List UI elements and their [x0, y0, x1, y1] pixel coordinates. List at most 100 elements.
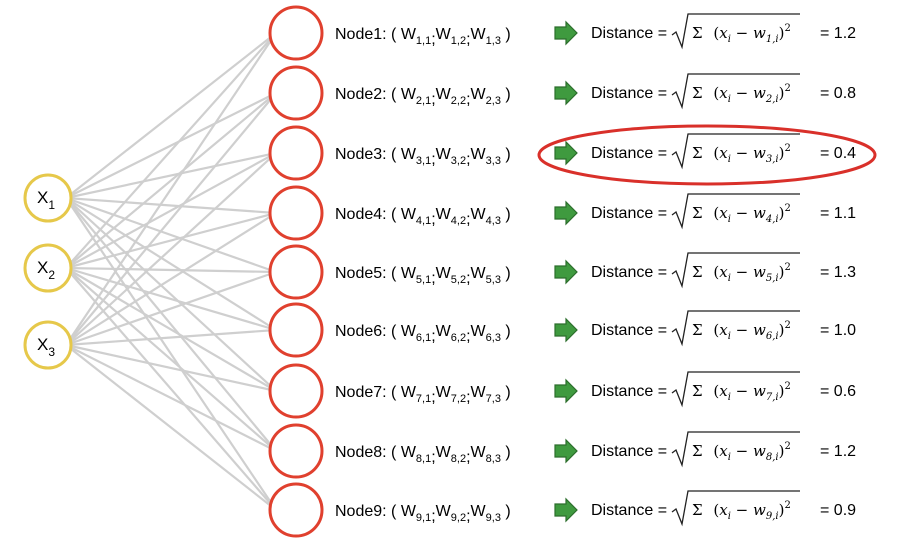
distance-formula: Σ (xi − w5,i)2: [692, 262, 791, 284]
connection-line: [65, 212, 277, 346]
sqrt-icon: [671, 310, 800, 347]
connection-line: [65, 270, 277, 347]
distance-formula: Σ (xi − w3,i)2: [692, 143, 791, 165]
node-layer: [268, 5, 324, 538]
sqrt-icon: [671, 252, 800, 289]
distance-label: Distance =: [591, 264, 667, 281]
node-circle: [268, 65, 324, 121]
right-arrow-icon: [554, 80, 578, 106]
connection-line: [65, 343, 277, 393]
sqrt-icon: [671, 371, 800, 408]
distance-label: Distance =: [591, 322, 667, 339]
node-circle: [268, 125, 324, 181]
connection-line: [65, 196, 277, 274]
node-weights-label: Node8: ( W8,1;W8,2;W8,3 ): [335, 444, 511, 466]
connection-line: [65, 197, 277, 331]
distance-value: = 1.1: [820, 205, 856, 222]
connection-line: [65, 344, 277, 452]
node-row: Node2: ( W2,1;W2,2;W2,3 ) Distance = Σ (xi…: [335, 73, 856, 110]
node-circle: [268, 482, 324, 538]
input-circle: [23, 173, 73, 223]
distance-formula: Σ (xi − w9,i)2: [692, 500, 791, 522]
distance-formula: Σ (xi − w7,i)2: [692, 381, 791, 403]
distance-label: Distance =: [591, 502, 667, 519]
right-arrow-icon: [554, 378, 578, 404]
connection-line: [65, 267, 277, 452]
node-row: Node4: ( W4,1;W4,2;W4,3 ) Distance = Σ (xi…: [335, 193, 856, 230]
node-row: Node5: ( W5,1;W5,2;W5,3 ) Distance = Σ (xi…: [335, 252, 856, 289]
right-arrow-icon: [554, 140, 578, 166]
connection-line: [65, 267, 277, 392]
sqrt-icon: [671, 431, 800, 468]
distance-value: = 0.4: [820, 145, 856, 162]
right-arrow-icon: [554, 20, 578, 46]
node-weights-label: Node6: ( W6,1;W6,2;W6,3 ): [335, 323, 511, 345]
right-arrow-icon: [554, 259, 578, 285]
sqrt-icon: [671, 13, 800, 50]
connection-line: [65, 197, 277, 511]
connection-line: [65, 211, 277, 270]
distance-formula: Σ (xi − w4,i)2: [692, 203, 791, 225]
connection-line: [65, 266, 277, 274]
node-circle: [268, 302, 324, 358]
distance-formula: Σ (xi − w6,i)2: [692, 320, 791, 342]
distance-formula: Σ (xi − w2,i)2: [692, 83, 791, 105]
connection-lines: [65, 32, 277, 511]
connection-line: [65, 152, 277, 269]
distance-value: = 0.8: [820, 85, 856, 102]
input-node: X3: [23, 320, 73, 370]
best-match-highlight: [537, 124, 877, 186]
distance-label: Distance =: [591, 85, 667, 102]
distance-label: Distance =: [591, 383, 667, 400]
node-rows: Node1: ( W1,1;W1,2;W1,3 ) Distance = Σ (xi…: [335, 13, 877, 527]
input-label: X3: [37, 335, 55, 359]
sqrt-icon: [671, 490, 800, 527]
distance-label: Distance =: [591, 145, 667, 162]
node-row: Node7: ( W7,1;W7,2;W7,3 ) Distance = Σ (xi…: [335, 371, 856, 408]
right-arrow-icon: [554, 317, 578, 343]
connection-line: [65, 32, 277, 269]
connection-line: [65, 344, 277, 511]
node-weights-label: Node5: ( W5,1;W5,2;W5,3 ): [335, 265, 511, 287]
node-weights-label: Node7: ( W7,1;W7,2;W7,3 ): [335, 384, 511, 406]
distance-value: = 0.6: [820, 383, 856, 400]
input-label: X2: [37, 258, 55, 282]
connection-line: [65, 328, 277, 347]
node-circle: [268, 423, 324, 479]
input-circle: [23, 320, 73, 370]
right-arrow-icon: [554, 497, 578, 523]
connection-line: [65, 152, 277, 346]
connection-line: [65, 92, 277, 199]
distance-value: = 1.2: [820, 25, 856, 42]
node-weights-label: Node4: ( W4,1;W4,2;W4,3 ): [335, 206, 511, 228]
node-circle: [268, 185, 324, 241]
sqrt-icon: [671, 73, 800, 110]
distance-value: = 0.9: [820, 502, 856, 519]
distance-formula: Σ (xi − w1,i)2: [692, 23, 791, 45]
node-row: Node8: ( W8,1;W8,2;W8,3 )Distance =Σ (xi…: [335, 431, 856, 468]
node-weights-label: Node1: ( W1,1;W1,2;W1,3 ): [335, 26, 511, 48]
node-circle: [268, 244, 324, 300]
node-row: Node3: ( W3,1;W3,2;W3,3 ) Distance = Σ (xi…: [335, 124, 877, 186]
connection-line: [65, 196, 277, 215]
right-arrow-icon: [554, 438, 578, 464]
node-weights-label: Node3: ( W3,1;W3,2;W3,3 ): [335, 146, 511, 168]
input-circle: [23, 243, 73, 293]
distance-label: Distance =: [591, 443, 667, 460]
distance-value: = 1.3: [820, 264, 856, 281]
connection-line: [65, 267, 277, 511]
distance-label: Distance =: [591, 25, 667, 42]
sqrt-icon: [671, 133, 800, 170]
node-row: Node9: ( W9,1;W9,2;W9,3 ) Distance = Σ (xi…: [335, 490, 856, 527]
input-node: X1: [23, 173, 73, 223]
connection-line: [65, 266, 277, 332]
node-weights-label: Node2: ( W2,1;W2,2;W2,3 ): [335, 86, 511, 108]
distance-label: Distance =: [591, 205, 667, 222]
distance-value: = 1.2: [820, 443, 856, 460]
node-row: Node1: ( W1,1;W1,2;W1,3 ) Distance = Σ (xi…: [335, 13, 856, 50]
connection-line: [65, 92, 277, 346]
node-circle: [268, 5, 324, 61]
node-weights-label: Node9: ( W9,1;W9,2;W9,3 ): [335, 503, 511, 525]
